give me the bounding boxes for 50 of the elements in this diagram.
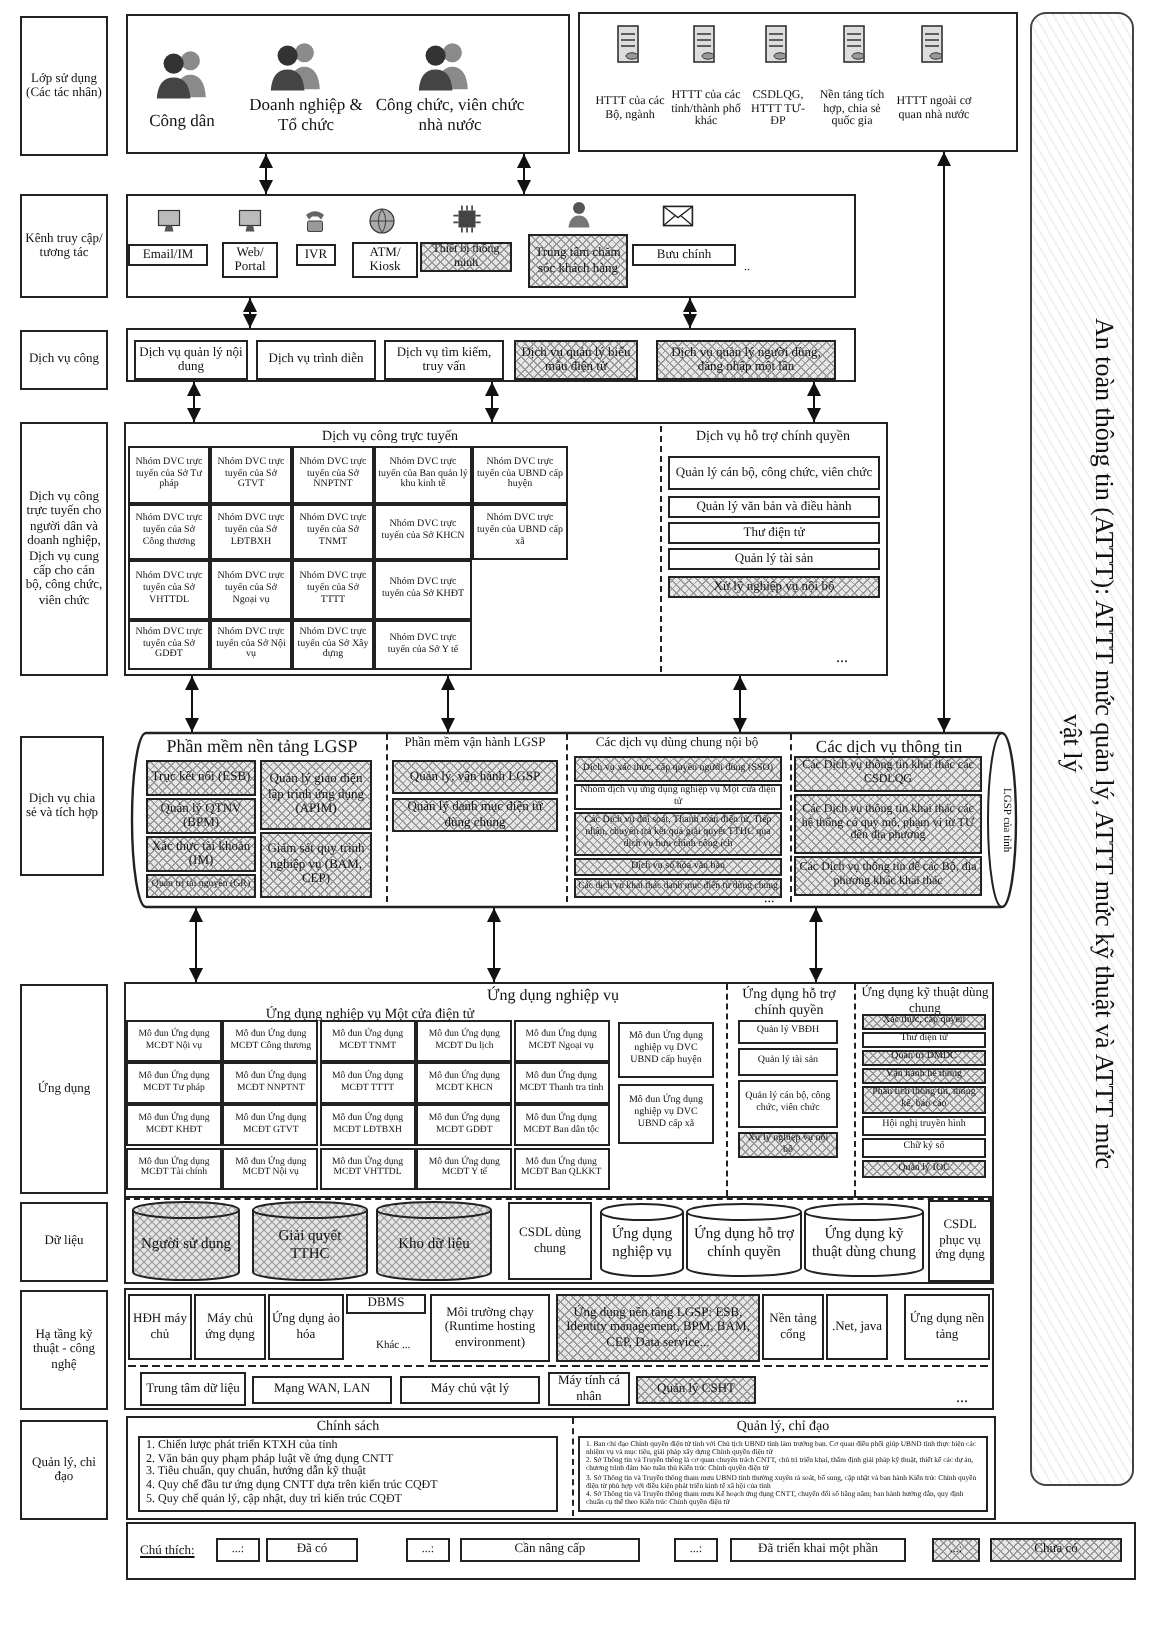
- layer-panel: [124, 422, 888, 676]
- double-arrow: [189, 907, 203, 983]
- double-arrow: [517, 153, 531, 195]
- double-arrow: [733, 675, 747, 733]
- double-arrow: [485, 381, 499, 423]
- text-panel: [578, 1436, 988, 1512]
- section-panel: [566, 734, 786, 902]
- database-cylinder: [600, 1204, 684, 1276]
- database-cylinder: [804, 1204, 924, 1276]
- layer-panel: [126, 194, 856, 298]
- section-panel: [386, 734, 562, 902]
- ellipsis-mark: ...: [956, 1390, 968, 1406]
- double-arrow: [809, 907, 823, 983]
- double-arrow: [487, 907, 501, 983]
- layer-panel: [126, 328, 856, 382]
- actor-label: Doanh nghiệp & Tổ chức: [244, 88, 368, 144]
- security-band-label: An toàn thông tin (ATTT): ATTT mức quản lý, ATTT mức kỹ thuật và ATTT mức vật lý: [1055, 316, 1120, 1174]
- layer-panel: [578, 12, 1018, 152]
- section-title: Các dịch vụ thông tin: [813, 736, 965, 758]
- layer-panel: [124, 1198, 994, 1284]
- lgsp-cylinder: [132, 732, 1016, 908]
- security-band: [1030, 12, 1134, 1486]
- double-arrow: [243, 297, 257, 329]
- database-cylinder: [686, 1204, 802, 1276]
- actor-label: Công chức, viên chức nhà nước: [368, 88, 532, 144]
- section-panel: [660, 426, 884, 672]
- database-cylinder: [376, 1202, 492, 1280]
- layer-panel: [126, 14, 570, 154]
- layer-panel: [124, 982, 994, 1198]
- double-arrow: [259, 153, 273, 195]
- ellipsis-mark: ...: [836, 650, 848, 666]
- database-cylinder: [252, 1202, 368, 1280]
- section-panel: [572, 1418, 992, 1516]
- double-arrow: [807, 381, 821, 423]
- double-arrow: [441, 675, 455, 733]
- section-panel: [790, 734, 986, 902]
- text-panel: [138, 1436, 558, 1512]
- layer-panel: [124, 1288, 994, 1410]
- database-cylinder: [132, 1202, 240, 1280]
- section-title: Phần mềm nền tảng LGSP: [164, 736, 360, 760]
- section-panel: [132, 1418, 564, 1516]
- double-arrow: [185, 675, 199, 733]
- layer-panel: [126, 1416, 996, 1520]
- double-arrow: [187, 381, 201, 423]
- double-arrow: [937, 151, 951, 733]
- double-arrow: [683, 297, 697, 329]
- actor-label: Công dân: [132, 108, 232, 136]
- section-panel: [126, 1004, 614, 1192]
- section-title: Ứng dụng nghiệp vụ: [485, 986, 621, 1006]
- section-panel: [854, 984, 994, 1196]
